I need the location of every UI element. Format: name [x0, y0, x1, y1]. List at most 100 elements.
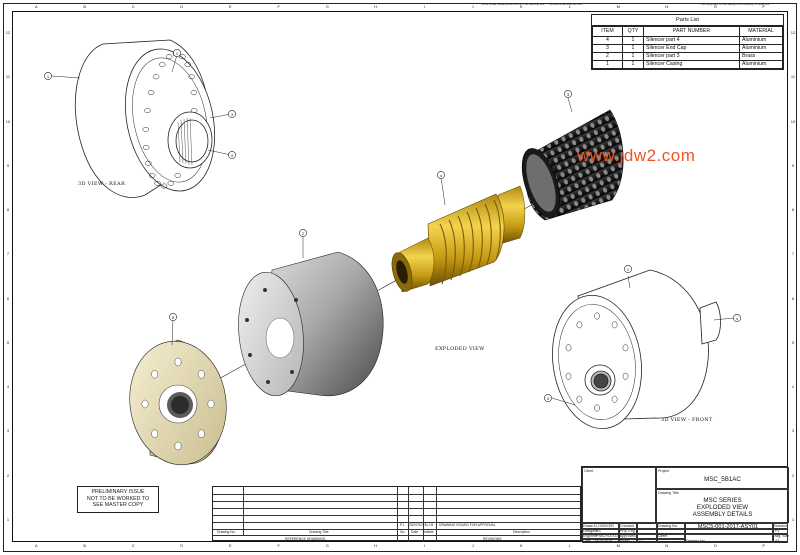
- balloon-circle: [169, 313, 177, 321]
- zone-column-top: F: [277, 4, 280, 9]
- zone-row-left: 9: [6, 162, 10, 168]
- endcap-leader: [171, 319, 174, 346]
- parts-cell-part: Silencer part 3: [643, 52, 740, 61]
- balloon-number: 1: [175, 50, 179, 56]
- rear-vent-hole: [142, 126, 150, 132]
- balloon-circle: [733, 314, 741, 322]
- zone-row-left: 10: [5, 118, 11, 124]
- balloon-number: 2: [301, 230, 305, 236]
- rear-vent-hole: [145, 160, 152, 166]
- project-label: Project: [658, 469, 670, 473]
- endcap-bolt-hole: [151, 370, 159, 379]
- parts-header-qty: QTY: [622, 26, 644, 37]
- parts-cell-material: Brass: [739, 52, 783, 61]
- ref-header-drawing-no: Drawing No.: [217, 530, 236, 534]
- front-leaders: [551, 275, 735, 406]
- rev-row-no: P1: [400, 523, 405, 527]
- brass-body: [391, 185, 526, 293]
- balloon-number: 4: [439, 172, 443, 178]
- engineer-value: P.NICHOLSON: [596, 534, 621, 538]
- rear-view: [74, 39, 216, 198]
- balloon-circle: [228, 110, 236, 118]
- scale-value: 1:1: [638, 539, 643, 543]
- client-drawing-no-label: Drawing No.: [686, 539, 706, 543]
- balloon-number: 3: [566, 91, 570, 97]
- balloon-number: 5: [171, 314, 175, 320]
- zone-column-top: J: [471, 4, 474, 9]
- zone-column-bottom: I: [423, 543, 425, 548]
- revision-value: P1: [775, 529, 780, 533]
- client-label-2: Client: [658, 534, 668, 538]
- parts-header-item: ITEM: [592, 26, 623, 37]
- zone-row-left: 7: [6, 251, 10, 257]
- zone-row-right: 8: [791, 207, 795, 213]
- endcap-bolt-hole: [197, 429, 205, 438]
- zone-column-top: K: [519, 4, 523, 9]
- prelim-line-1: PRELIMINARY ISSUE: [91, 489, 145, 495]
- zone-row-right: 4: [791, 384, 795, 390]
- rev-header-revisions: REVISIONS: [483, 537, 502, 541]
- engineer-label: Engineer: [583, 534, 598, 538]
- balloon-circle: [624, 265, 632, 273]
- zone-row-right: 6: [791, 295, 795, 301]
- balloon-number: 3: [546, 395, 550, 401]
- parts-cell-material: Aluminium: [739, 60, 783, 69]
- date-label: Date: [583, 539, 591, 543]
- balloon-circle: [173, 49, 181, 57]
- zone-column-bottom: L: [568, 543, 571, 548]
- parts-cell-qty: 1: [622, 52, 644, 61]
- zone-column-top: O: [713, 4, 717, 9]
- parts-cell-qty: 1: [622, 60, 644, 69]
- checked-label: Checked: [620, 524, 635, 528]
- parts-header-part: PART NUMBER: [643, 26, 740, 37]
- rear-vent-hole: [174, 173, 181, 178]
- zone-column-top: I: [423, 4, 425, 9]
- front-bolt-hole: [622, 344, 629, 352]
- rear-vent-hole: [167, 180, 175, 186]
- zone-row-left: 8: [6, 207, 10, 213]
- end-cap: [129, 339, 227, 466]
- zone-row-left: 5: [6, 339, 10, 345]
- brass-fin: [475, 207, 483, 269]
- zone-column-top: P: [762, 4, 766, 9]
- drawn-label: Drawn: [583, 524, 594, 528]
- rear-vent-hole: [179, 54, 186, 60]
- prelim-line-3: SEE MASTER COPY: [92, 502, 144, 508]
- parts-list: Parts List ITEM QTY PART NUMBER MATERIAL…: [591, 14, 784, 70]
- rear-vent-hole: [159, 62, 166, 67]
- balloon-circle: [44, 72, 52, 80]
- zone-column-top: A: [34, 4, 38, 9]
- header-notes: Dont scale drawing and confirm all worki…: [482, 2, 585, 6]
- rear-vent-hole: [154, 180, 161, 186]
- drawing-title-label: Drawing Title: [658, 491, 679, 495]
- rev-header-description: Description: [513, 530, 530, 534]
- prelim-line-2: NOT TO BE WORKED TO: [86, 495, 150, 502]
- zone-row-left: 3: [6, 428, 10, 434]
- zone-column-bottom: P: [762, 543, 766, 548]
- rear-vent-hole: [184, 62, 192, 67]
- front-bolt-hole: [565, 372, 572, 380]
- balloon-circle: [564, 90, 572, 98]
- casing: [238, 251, 384, 397]
- balloon-circle: [299, 229, 307, 237]
- zone-row-right: 12: [790, 30, 796, 36]
- balloon-number: 4: [735, 315, 739, 321]
- zone-row-left: 6: [6, 295, 10, 301]
- parts-cell-item: 3: [592, 44, 623, 53]
- balloon-number: 3: [230, 111, 234, 117]
- front-bolt-hole: [622, 372, 629, 380]
- front-bolt-hole: [576, 321, 583, 329]
- view-label-exploded: EXPLODED VIEW: [435, 346, 485, 352]
- proj-eng-label: Proj. Eng.: [620, 529, 636, 533]
- endcap-bolt-hole: [141, 399, 149, 409]
- brass-leader: [440, 176, 446, 206]
- zone-column-top: G: [325, 4, 329, 9]
- zone-row-left: 4: [6, 384, 10, 390]
- zone-column-top: B: [83, 4, 87, 9]
- zone-row-right: 7: [791, 251, 795, 257]
- rear-leaders: [51, 54, 232, 156]
